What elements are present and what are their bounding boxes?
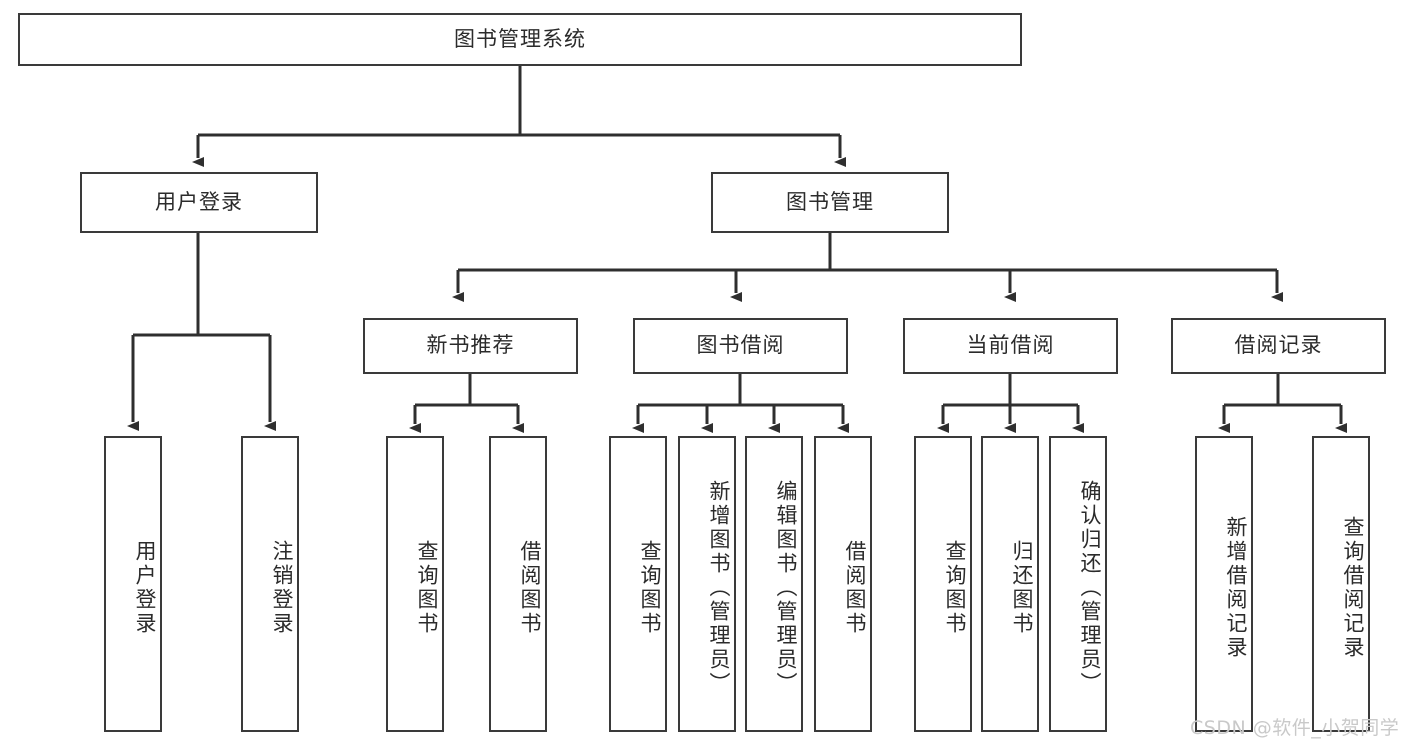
node-leaf-add-book[interactable]: 新增图书（管理员）	[678, 436, 736, 732]
node-root-label: 图书管理系统	[454, 26, 586, 51]
node-leaf-borrow-book-1[interactable]: 借阅图书	[489, 436, 547, 732]
node-leaf-query-book-1[interactable]: 查询图书	[386, 436, 444, 732]
node-new-book-recommend-label: 新书推荐	[426, 333, 515, 358]
node-leaf-query-book-3[interactable]: 查询图书	[914, 436, 972, 732]
node-leaf-query-record[interactable]: 查询借阅记录	[1312, 436, 1370, 732]
node-leaf-borrow-book-2-label: 借阅图书	[843, 540, 867, 636]
node-leaf-borrow-book-2[interactable]: 借阅图书	[814, 436, 872, 732]
node-root[interactable]: 图书管理系统	[18, 13, 1022, 66]
node-leaf-add-book-label: 新增图书（管理员）	[707, 480, 731, 696]
node-leaf-query-record-label: 查询借阅记录	[1341, 516, 1365, 660]
node-leaf-user-login-label: 用户登录	[133, 540, 157, 636]
node-leaf-query-book-2-label: 查询图书	[638, 540, 662, 636]
node-leaf-user-logout-label: 注销登录	[270, 540, 294, 636]
node-leaf-query-book-2[interactable]: 查询图书	[609, 436, 667, 732]
node-book-manage-label: 图书管理	[786, 189, 874, 214]
node-leaf-query-book-1-label: 查询图书	[415, 540, 439, 636]
node-leaf-user-logout[interactable]: 注销登录	[241, 436, 299, 732]
node-leaf-add-record[interactable]: 新增借阅记录	[1195, 436, 1253, 732]
node-leaf-edit-book-label: 编辑图书（管理员）	[774, 480, 798, 696]
node-book-manage[interactable]: 图书管理	[711, 172, 949, 233]
node-user-login-label: 用户登录	[155, 189, 243, 214]
node-borrow-record[interactable]: 借阅记录	[1171, 318, 1386, 374]
node-borrow-record-label: 借阅记录	[1234, 333, 1323, 358]
watermark-text: CSDN @软件_小贺同学	[1190, 717, 1400, 739]
node-leaf-user-login[interactable]: 用户登录	[104, 436, 162, 732]
node-leaf-return-book-label: 归还图书	[1010, 540, 1034, 636]
node-new-book-recommend[interactable]: 新书推荐	[363, 318, 578, 374]
node-leaf-edit-book[interactable]: 编辑图书（管理员）	[745, 436, 803, 732]
node-leaf-confirm-return-label: 确认归还（管理员）	[1078, 480, 1102, 696]
node-user-login[interactable]: 用户登录	[80, 172, 318, 233]
node-leaf-return-book[interactable]: 归还图书	[981, 436, 1039, 732]
node-book-borrow[interactable]: 图书借阅	[633, 318, 848, 374]
node-book-borrow-label: 图书借阅	[696, 333, 785, 358]
node-current-borrow-label: 当前借阅	[966, 333, 1055, 358]
node-leaf-confirm-return[interactable]: 确认归还（管理员）	[1049, 436, 1107, 732]
node-leaf-query-book-3-label: 查询图书	[943, 540, 967, 636]
node-leaf-borrow-book-1-label: 借阅图书	[518, 540, 542, 636]
node-leaf-add-record-label: 新增借阅记录	[1224, 516, 1248, 660]
node-current-borrow[interactable]: 当前借阅	[903, 318, 1118, 374]
